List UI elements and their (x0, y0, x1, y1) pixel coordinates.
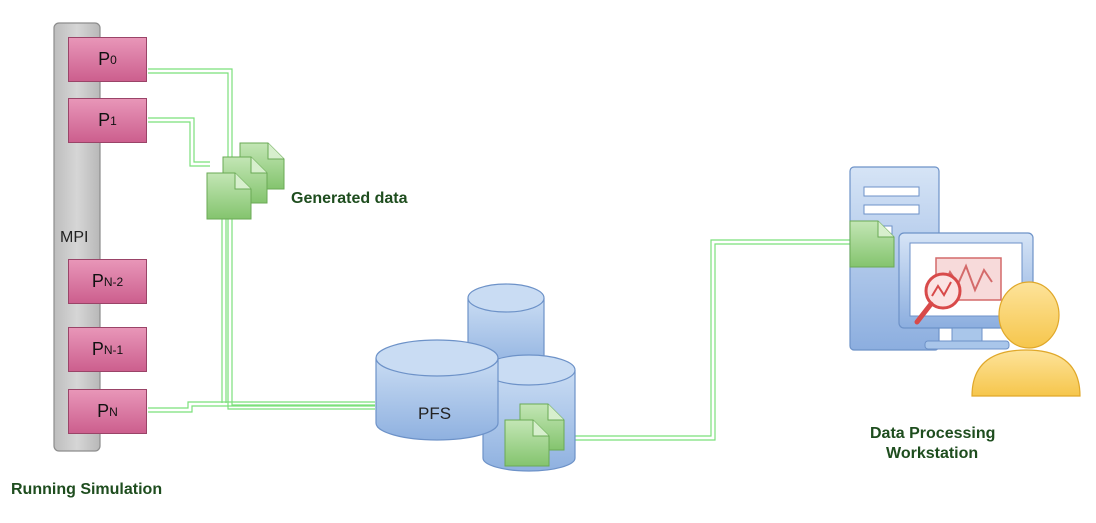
workstation-label-line1: Data Processing (870, 425, 996, 442)
process-label: P (98, 110, 111, 130)
link-p1-to-data (148, 117, 210, 167)
magnifier-icon (914, 272, 962, 325)
running-simulation-label: Running Simulation (11, 481, 163, 498)
storage-cylinder-main (375, 339, 499, 441)
process-subscript: 1 (110, 113, 117, 128)
pfs-label: PFS (418, 404, 452, 423)
process-subscript: 0 (110, 52, 117, 67)
generated-data-label: Generated data (291, 190, 408, 207)
process-label: P (98, 49, 111, 69)
process-subscript: N (109, 404, 118, 419)
workstation (849, 166, 1081, 397)
workstation-label-line2: Workstation (886, 445, 979, 462)
link-p0-to-data (148, 68, 375, 410)
link-pfs-to-workstation (566, 239, 852, 441)
link-data-to-pfs (221, 215, 227, 403)
process-subscript: N-1 (103, 342, 124, 357)
pfs-storage (375, 283, 576, 472)
mpi-label: MPI (60, 229, 89, 246)
generated-data-documents (206, 142, 285, 220)
link-pn-to-pfs (148, 401, 375, 413)
process-label: P (91, 339, 104, 359)
user-icon (971, 281, 1081, 397)
process-label: P (91, 271, 104, 291)
process-label: P (97, 401, 110, 421)
process-subscript: N-2 (103, 274, 124, 289)
